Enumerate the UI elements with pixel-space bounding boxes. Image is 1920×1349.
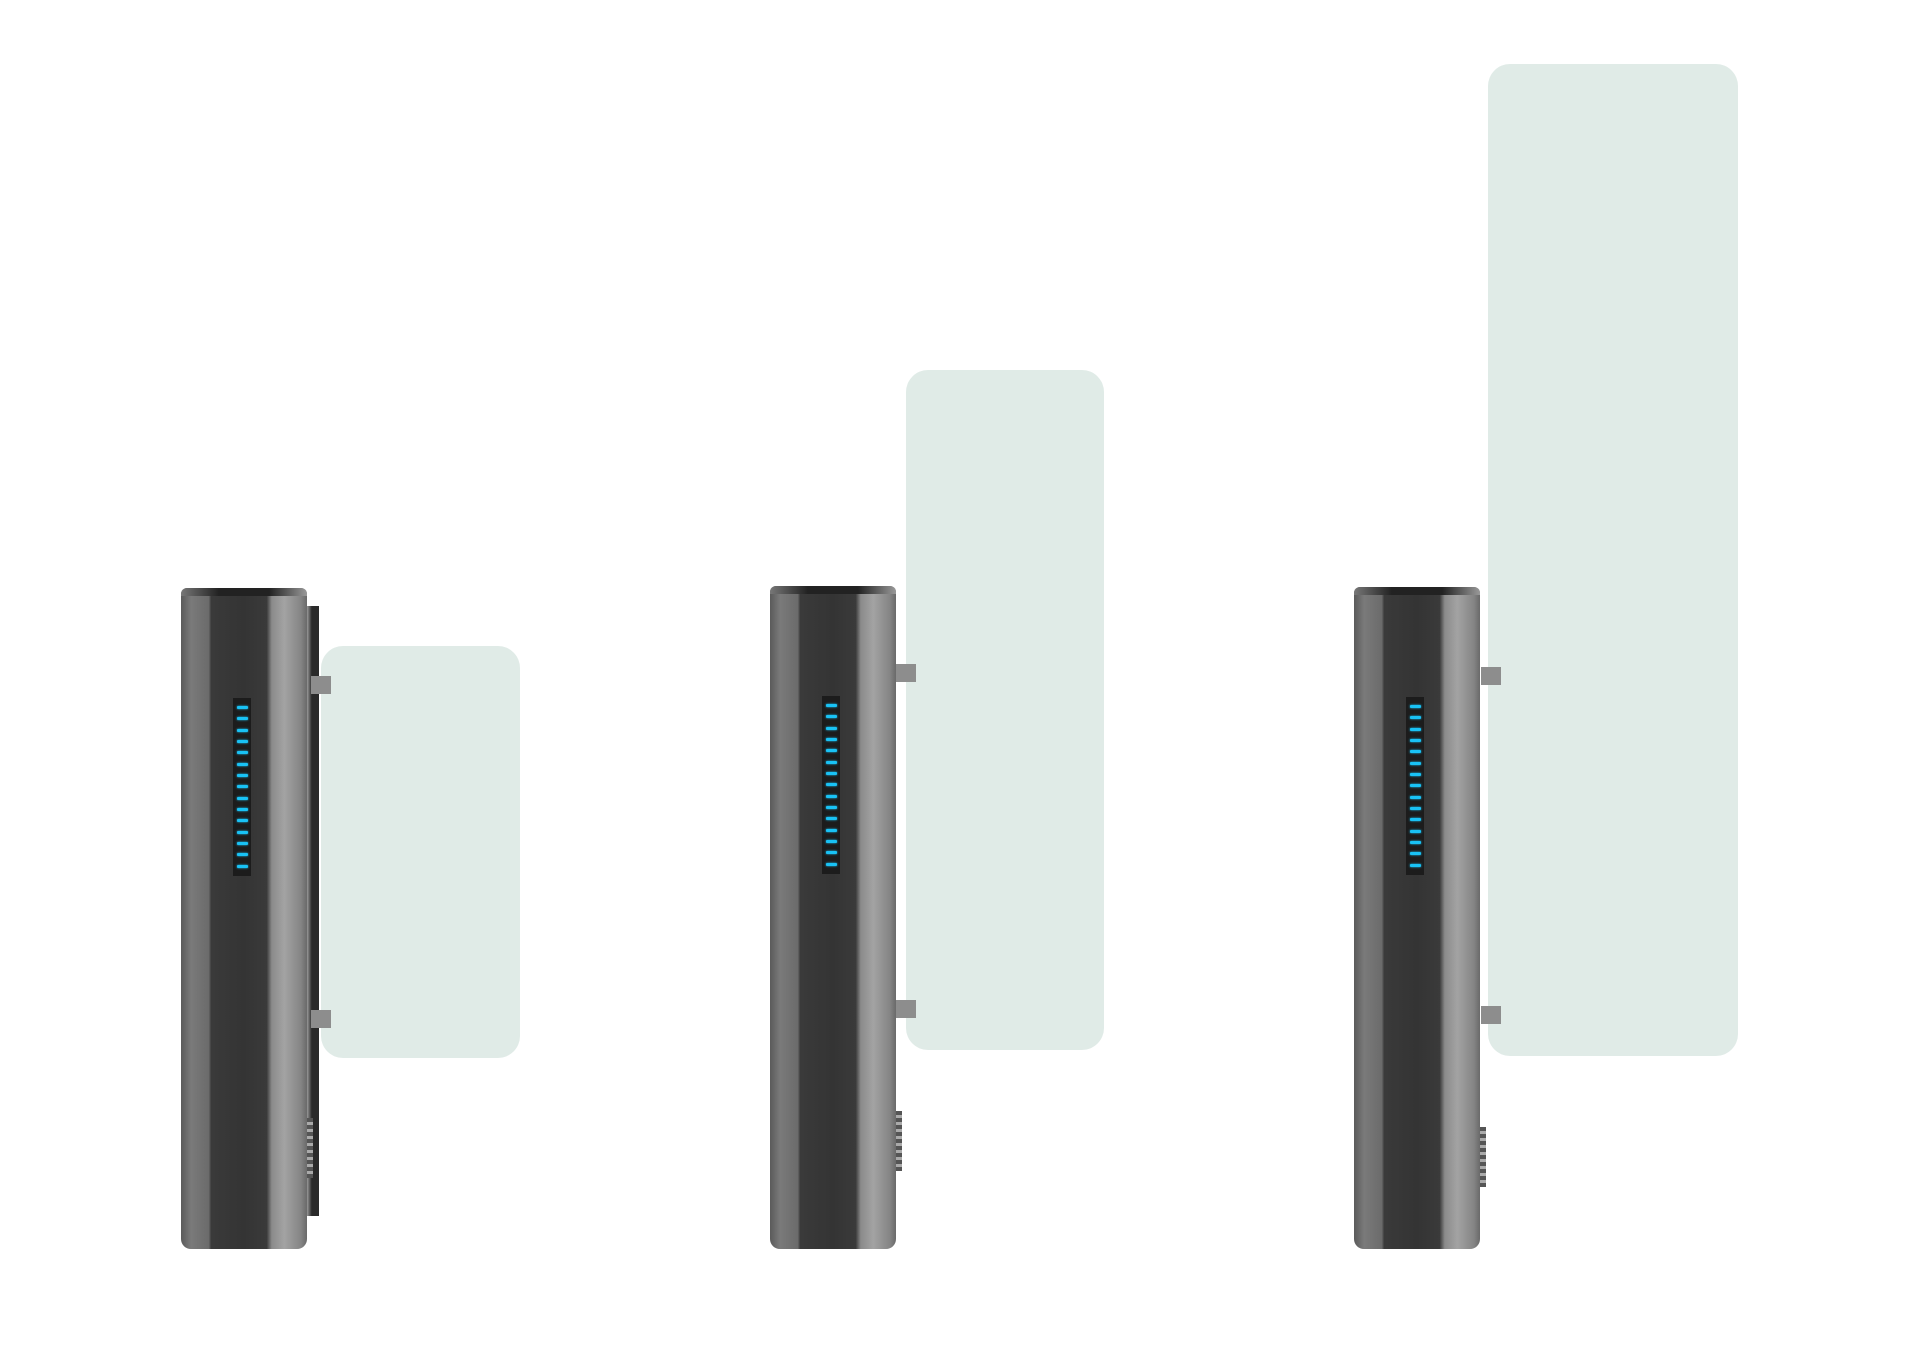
led-segment [236,842,248,846]
led-segment [1409,716,1421,720]
glass-flap [1488,64,1738,1056]
led-segment [1409,807,1421,811]
led-segment [1409,818,1421,822]
led-segment [825,715,837,719]
led-segment [1409,750,1421,754]
flap-bracket-bottom [896,1000,916,1018]
vent-grille [1480,1127,1486,1187]
turnstile-cap [1354,587,1480,595]
led-segment [1409,863,1421,867]
led-segment [825,840,837,844]
turnstile-tall [1354,587,1494,1249]
turnstile-body [1354,587,1480,1249]
vent-grille [896,1111,902,1171]
led-segment [825,760,837,764]
turnstile-short [181,588,521,1249]
led-segment [1409,739,1421,743]
glass-flap [906,370,1104,1050]
turnstile-medium [770,586,1110,1249]
flap-bracket-top [311,676,331,694]
led-segment [1409,761,1421,765]
led-segment [236,762,248,766]
led-segment [236,808,248,812]
led-segment [236,740,248,744]
led-segment [825,828,837,832]
flap-bracket-top [1481,667,1501,685]
led-segment [825,749,837,753]
led-indicator-strip [233,698,251,876]
led-segment [1409,705,1421,709]
led-segment [236,830,248,834]
led-segment [1409,795,1421,799]
turnstile-cap [770,586,896,594]
led-indicator-strip [1406,697,1424,875]
vent-grille [307,1118,313,1178]
led-segment [1409,773,1421,777]
flap-bracket-bottom [311,1010,331,1028]
led-segment [236,796,248,800]
led-segment [236,785,248,789]
led-segment [1409,841,1421,845]
glass-flap [321,646,520,1058]
led-segment [236,864,248,868]
led-segment [236,819,248,823]
led-segment [236,717,248,721]
led-segment [825,704,837,708]
turnstile-cap [181,588,307,596]
led-segment [1409,829,1421,833]
led-segment [236,728,248,732]
led-segment [236,853,248,857]
led-segment [236,751,248,755]
led-segment [236,706,248,710]
led-segment [825,726,837,730]
led-segment [236,774,248,778]
gate-side-rail [307,606,319,1216]
led-segment [825,817,837,821]
led-indicator-strip [822,696,840,874]
led-segment [825,783,837,787]
turnstile-body [770,586,896,1249]
led-segment [1409,852,1421,856]
led-segment [825,862,837,866]
turnstile-body [181,588,307,1249]
led-segment [1409,727,1421,731]
led-segment [825,772,837,776]
led-segment [825,806,837,810]
led-segment [1409,784,1421,788]
flap-bracket-bottom [1481,1006,1501,1024]
flap-bracket-top [896,664,916,682]
led-segment [825,738,837,742]
led-segment [825,851,837,855]
led-segment [825,794,837,798]
